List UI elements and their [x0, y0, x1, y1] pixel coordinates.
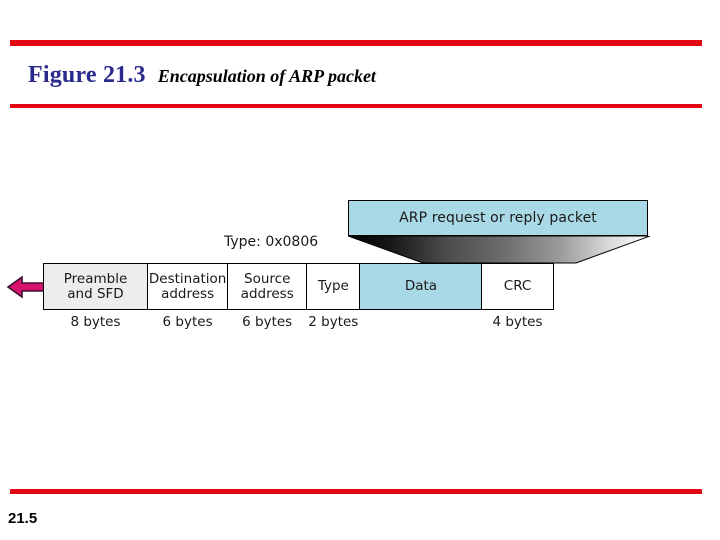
- frame-field-label: CRC: [503, 278, 532, 294]
- frame-field-source-address: Source address: [227, 263, 308, 310]
- frame-field-size: 2 bytes: [308, 314, 359, 330]
- frame-field-preamble-and-sfd: Preamble and SFD: [43, 263, 148, 310]
- frame-field-label: Source address: [240, 270, 294, 302]
- frame-field-data: Data: [359, 263, 483, 310]
- frame-field-type: Type: [305, 263, 361, 310]
- frame-field-crc: CRC: [481, 263, 555, 310]
- top-red-rule: [10, 40, 702, 46]
- frame-field-destination-address: Destination address: [146, 263, 229, 310]
- bottom-red-rule: [10, 489, 702, 494]
- encapsulation-funnel: [348, 236, 650, 264]
- ethernet-frame-row: Preamble and SFD Destination address Sourc…: [43, 263, 555, 310]
- arp-packet-label: ARP request or reply packet: [399, 210, 597, 226]
- figure-title: Figure 21.3 Encapsulation of ARP packet: [28, 62, 648, 96]
- figure-label: Figure 21.3: [28, 62, 146, 88]
- frame-field-label: Data: [404, 278, 438, 294]
- frame-field-label: Type: [317, 278, 349, 294]
- frame-field-label: Preamble and SFD: [63, 270, 128, 302]
- frame-field-label: Destination address: [148, 270, 227, 302]
- figure-caption: Encapsulation of ARP packet: [157, 66, 376, 86]
- frame-field-size: 4 bytes: [492, 314, 543, 330]
- frame-field-size: 6 bytes: [162, 314, 213, 330]
- arp-packet-box: ARP request or reply packet: [348, 200, 648, 236]
- page-number: 21.5: [8, 510, 38, 527]
- frame-field-size: 8 bytes: [70, 314, 121, 330]
- frame-field-size: 6 bytes: [242, 314, 293, 330]
- type-annotation: Type: 0x0806: [224, 234, 319, 250]
- middle-red-rule: [10, 104, 702, 108]
